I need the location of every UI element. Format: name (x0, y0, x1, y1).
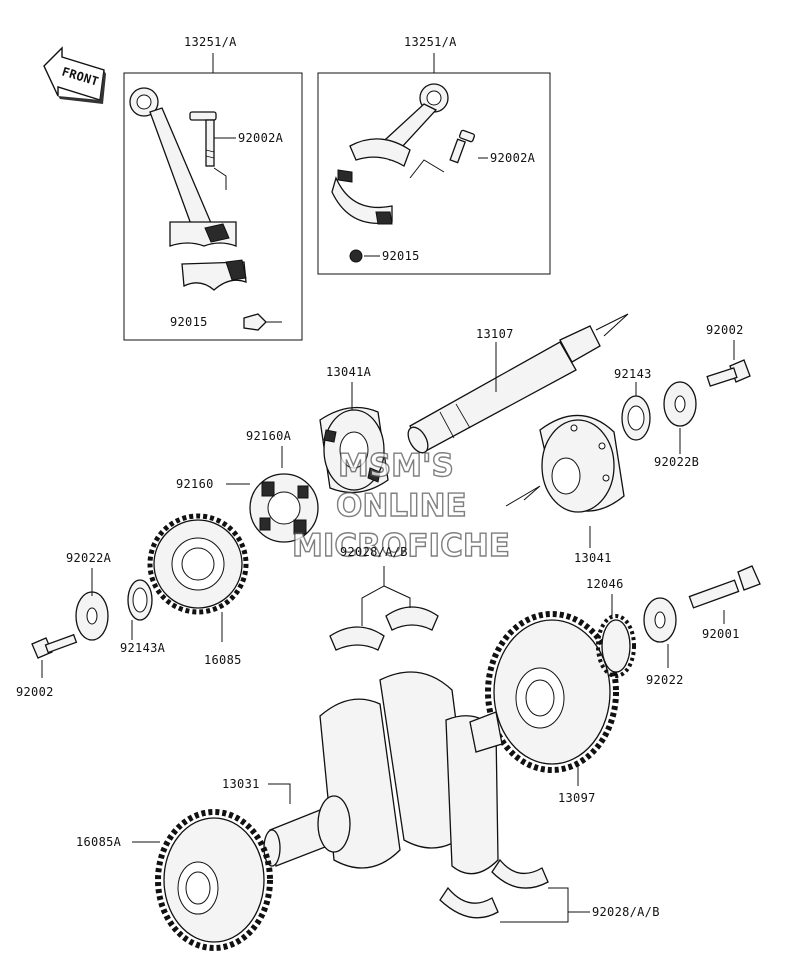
label-13107: 13107 (476, 327, 514, 341)
label-92028-top: 92028/A/B (340, 545, 408, 559)
label-92002-bottom: 92002 (16, 685, 54, 699)
label-92022a: 92022A (66, 551, 112, 565)
label-92143: 92143 (614, 367, 652, 381)
label-92002-top: 92002 (706, 323, 744, 337)
crankshaft-13031 (263, 671, 503, 875)
label-92160: 92160 (176, 477, 214, 491)
bolt-92002-top (706, 359, 751, 387)
watermark-line2: ONLINE (336, 488, 467, 524)
watermark-line1: MSM'S (338, 448, 454, 484)
label-92143a: 92143A (120, 641, 166, 655)
label-92001: 92001 (702, 627, 740, 641)
label-13041a: 13041A (326, 365, 372, 379)
rod-nut-left (243, 313, 267, 331)
label-92022b: 92022B (654, 455, 699, 469)
rod-bolt-left (189, 111, 217, 167)
bolt-92001 (688, 565, 761, 609)
collar-92143 (621, 395, 651, 441)
rod-nut-right (349, 249, 363, 263)
label-92022: 92022 (646, 673, 684, 687)
bolt-92002-bottom (31, 633, 78, 659)
connecting-rod-left (129, 87, 247, 291)
washer-92022 (643, 597, 677, 643)
watermark: MSM'S ONLINE MICROFICHE (291, 447, 510, 564)
label-92028-bottom: 92028/A/B (592, 905, 660, 919)
collar-92143a (127, 579, 153, 621)
label-92002a-left: 92002A (238, 131, 284, 145)
label-92002a-right: 92002A (490, 151, 536, 165)
label-13031: 13031 (222, 777, 260, 791)
label-13251a-left: 13251/A (184, 35, 237, 49)
balancer-weight-13041a (319, 406, 389, 494)
rod-bolt-right (449, 129, 476, 164)
label-92160a: 92160A (246, 429, 292, 443)
label-12046: 12046 (586, 577, 624, 591)
front-arrow-icon: FRONT (43, 46, 106, 104)
sprocket-12046 (596, 614, 636, 678)
balancer-shaft (407, 325, 601, 454)
label-92015-right: 92015 (382, 249, 420, 263)
label-92015-left: 92015 (170, 315, 208, 329)
label-13097: 13097 (558, 791, 596, 805)
label-13251a-right: 13251/A (404, 35, 457, 49)
damper-rubber-ring (249, 473, 319, 543)
label-16085: 16085 (204, 653, 242, 667)
primary-gear-13097 (485, 611, 619, 773)
label-13041: 13041 (574, 551, 612, 565)
watermark-line3: MICROFICHE (292, 528, 510, 564)
balancer-gear-16085 (147, 513, 249, 615)
label-16085a: 16085A (76, 835, 122, 849)
balancer-weight-13041 (539, 414, 625, 513)
bearing-shells-bottom (439, 858, 549, 919)
washer-92022a (75, 591, 109, 641)
bearing-shells-top (329, 606, 439, 651)
washer-92022b (663, 381, 697, 427)
crank-gear-16085a (155, 809, 273, 951)
connecting-rod-right (331, 83, 449, 225)
